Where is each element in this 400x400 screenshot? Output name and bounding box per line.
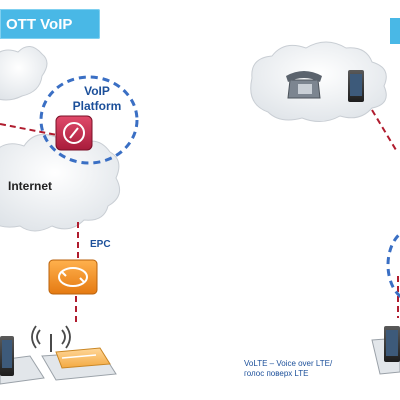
volte-note-line1: VoLTE – Voice over LTE/ <box>244 359 333 368</box>
desk-phone-icon <box>286 71 322 99</box>
volte-note: VoLTE – Voice over LTE/ голос поверх LTE <box>244 359 364 379</box>
right-title-badge <box>390 18 400 44</box>
cloud-icon <box>0 46 48 101</box>
volte-note-line2: голос поверх LTE <box>244 369 309 378</box>
internet-cloud-icon <box>0 133 121 232</box>
dashed-link-line <box>371 109 397 151</box>
smartphone-icon <box>0 336 14 376</box>
epc-label: EPC <box>90 239 111 250</box>
voip-label-line1: VoIP <box>84 84 110 98</box>
internet-label: Internet <box>8 179 53 193</box>
voip-platform-icon <box>55 115 93 151</box>
voip-platform-label: VoIP Platform <box>52 84 142 114</box>
wireless-signal-icon <box>31 325 71 352</box>
smartphone-icon <box>348 70 364 102</box>
dashed-link-line <box>0 123 63 137</box>
title-badge: OTT VoIP <box>0 9 100 39</box>
voip-label-line2: Platform <box>72 99 122 113</box>
voip-platform-boundary <box>39 75 139 165</box>
epc-router-icon <box>48 259 98 295</box>
smartphone-icon <box>384 326 400 362</box>
title-text: OTT VoIP <box>6 15 73 33</box>
wifi-router-icon <box>41 347 117 381</box>
